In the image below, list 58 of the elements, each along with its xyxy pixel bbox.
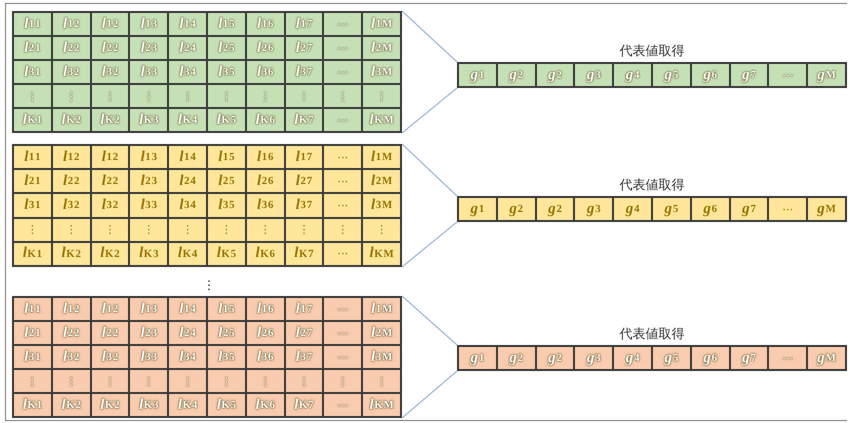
table-cell: ⋮ <box>168 369 207 393</box>
row-heading: 代表値取得 <box>618 177 686 194</box>
table-cell: ⋮ <box>13 369 52 393</box>
ellipsis-mark: ⋮ <box>203 278 215 292</box>
connector-line <box>402 370 458 418</box>
table-cell: ⋮ <box>206 84 246 108</box>
table-cell: ⋮ <box>323 218 362 242</box>
table-cell: ⋮ <box>362 84 401 108</box>
table-cell: ⋮ <box>52 84 91 108</box>
connector-line <box>402 296 458 346</box>
data-table <box>12 11 402 133</box>
connector-line <box>402 88 458 134</box>
table-cell: ⋯ <box>323 242 362 266</box>
table-cell: ⋮ <box>246 369 285 393</box>
table-cell: ⋮ <box>284 84 324 108</box>
data-table <box>12 296 402 418</box>
table-cell: ⋮ <box>13 218 52 242</box>
table-cell: ⋯ <box>323 193 362 218</box>
table-cell: ⋯ <box>323 345 362 369</box>
table-cell: ⋮ <box>129 369 168 393</box>
row-heading: 代表値取得 <box>618 326 686 343</box>
table-cell: ⋮ <box>284 218 324 242</box>
table-cell: ⋯ <box>768 63 808 87</box>
table-cell: ⋯ <box>323 108 362 132</box>
table-cell: ⋯ <box>323 169 362 194</box>
table-cell: ⋮ <box>52 218 91 242</box>
table-cell: ⋮ <box>13 84 52 108</box>
table-cell: ⋮ <box>90 369 130 393</box>
table-cell: ⋯ <box>768 346 808 370</box>
table-cell: ⋮ <box>246 84 285 108</box>
table-cell: ⋯ <box>323 60 362 84</box>
table-cell: ⋮ <box>323 369 362 393</box>
table-cell: ⋯ <box>323 36 362 60</box>
table-cell: ⋮ <box>206 218 246 242</box>
table-cell: ⋮ <box>246 218 285 242</box>
connector-line <box>402 10 458 62</box>
table-cell: ⋯ <box>323 145 362 170</box>
table-cell: ⋮ <box>323 84 362 108</box>
table-cell: ⋯ <box>323 393 362 417</box>
table-cell: ⋮ <box>206 369 246 393</box>
data-table <box>12 144 402 267</box>
table-cell: ⋮ <box>52 369 91 393</box>
connector-line <box>402 222 458 268</box>
table-cell: ⋮ <box>129 218 168 242</box>
table-cell: ⋯ <box>768 197 808 221</box>
table-cell: ⋮ <box>90 218 130 242</box>
table-cell: ⋯ <box>323 12 362 36</box>
table-cell: ⋮ <box>129 84 168 108</box>
table-cell: ⋯ <box>323 321 362 345</box>
table-cell: ⋯ <box>323 297 362 321</box>
table-cell: ⋮ <box>168 84 207 108</box>
table-cell: ⋮ <box>284 369 324 393</box>
table-cell: ⋮ <box>362 369 401 393</box>
table-cell: ⋮ <box>168 218 207 242</box>
row-heading: 代表値取得 <box>618 43 686 60</box>
connector-line <box>402 144 458 196</box>
table-cell: ⋮ <box>90 84 130 108</box>
table-cell: ⋮ <box>362 218 401 242</box>
